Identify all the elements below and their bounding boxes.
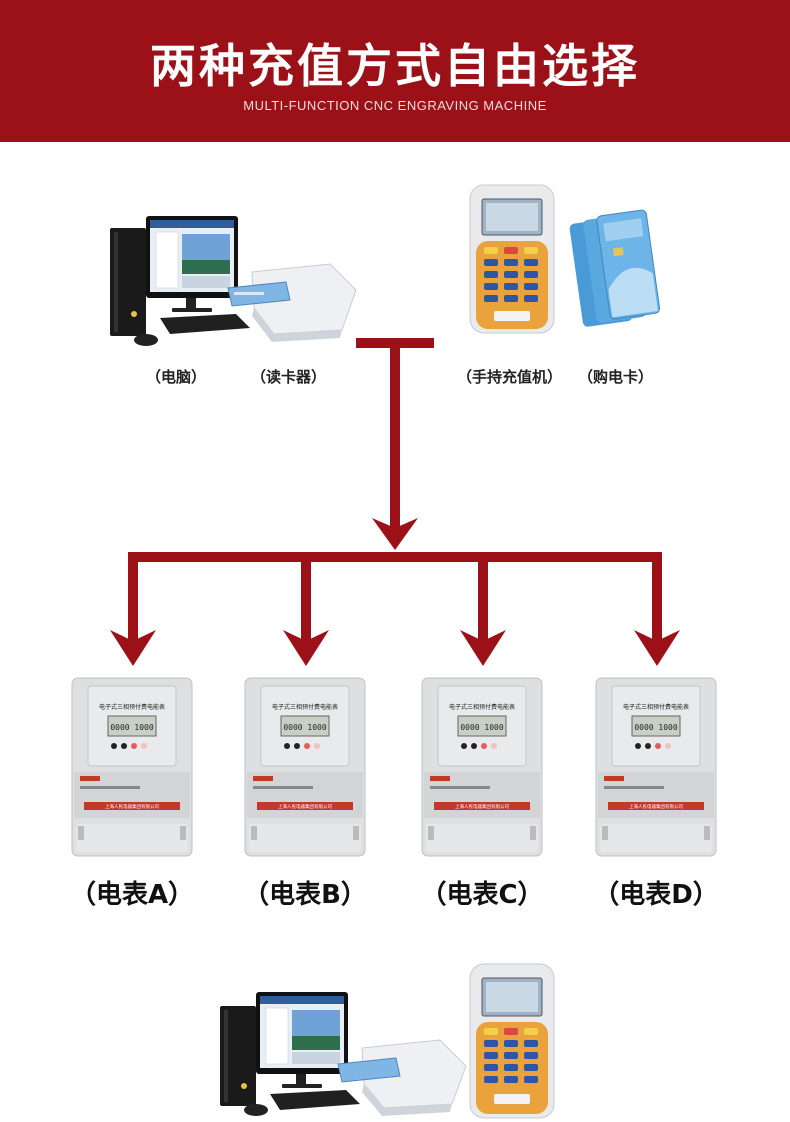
handheld-recharger-image [469,184,555,334]
meter-maker: 上海人民电器集团有限公司 [105,803,159,810]
meter-title: 电子式三相预付费电能表 [99,703,165,711]
page-title: 两种充值方式自由选择 [150,39,640,93]
meter-title: 电子式三相预付费电能表 [449,703,515,711]
electric-meter-c: 电子式三相预付费电能表 0000 1000 上海人民电器集团有限公司 [421,677,543,857]
meter-reading: 0000 1000 [634,723,678,732]
handheld-caption: （手持充值机） [457,368,563,386]
meter-reading: 0000 1000 [283,723,327,732]
meter-maker: 上海人民电器集团有限公司 [455,803,509,810]
meter-c-caption: （电表C） [420,880,544,910]
handheld-recharger-image-bottom [469,963,555,1119]
meter-b-caption: （电表B） [243,880,367,910]
electric-meter-d: 电子式三相预付费电能表 0000 1000 上海人民电器集团有限公司 [595,677,717,857]
card-reader-caption: （读卡器） [251,368,327,386]
meter-maker: 上海人民电器集团有限公司 [629,803,683,810]
meter-maker: 上海人民电器集团有限公司 [278,803,332,810]
meter-reading: 0000 1000 [110,723,154,732]
computer-image [110,216,357,346]
meter-d-caption: （电表D） [593,880,719,910]
meter-title: 电子式三相预付费电能表 [272,703,338,711]
meter-reading: 0000 1000 [460,723,504,732]
header-banner: 两种充值方式自由选择 MULTI-FUNCTION CNC ENGRAVING … [0,0,790,142]
meter-a-caption: （电表A） [69,880,195,910]
electric-meter-b: 电子式三相预付费电能表 0000 1000 上海人民电器集团有限公司 [244,677,366,857]
meter-title: 电子式三相预付费电能表 [623,703,689,711]
computer-reader-image-bottom [220,992,467,1116]
card-caption: （购电卡） [578,368,654,386]
page-subtitle: MULTI-FUNCTION CNC ENGRAVING MACHINE [243,98,547,113]
electric-meter-a: 电子式三相预付费电能表 0000 1000 上海人民电器集团有限公司 [71,677,193,857]
prepaid-cards-image [569,209,661,327]
computer-caption: （电脑） [146,368,207,386]
